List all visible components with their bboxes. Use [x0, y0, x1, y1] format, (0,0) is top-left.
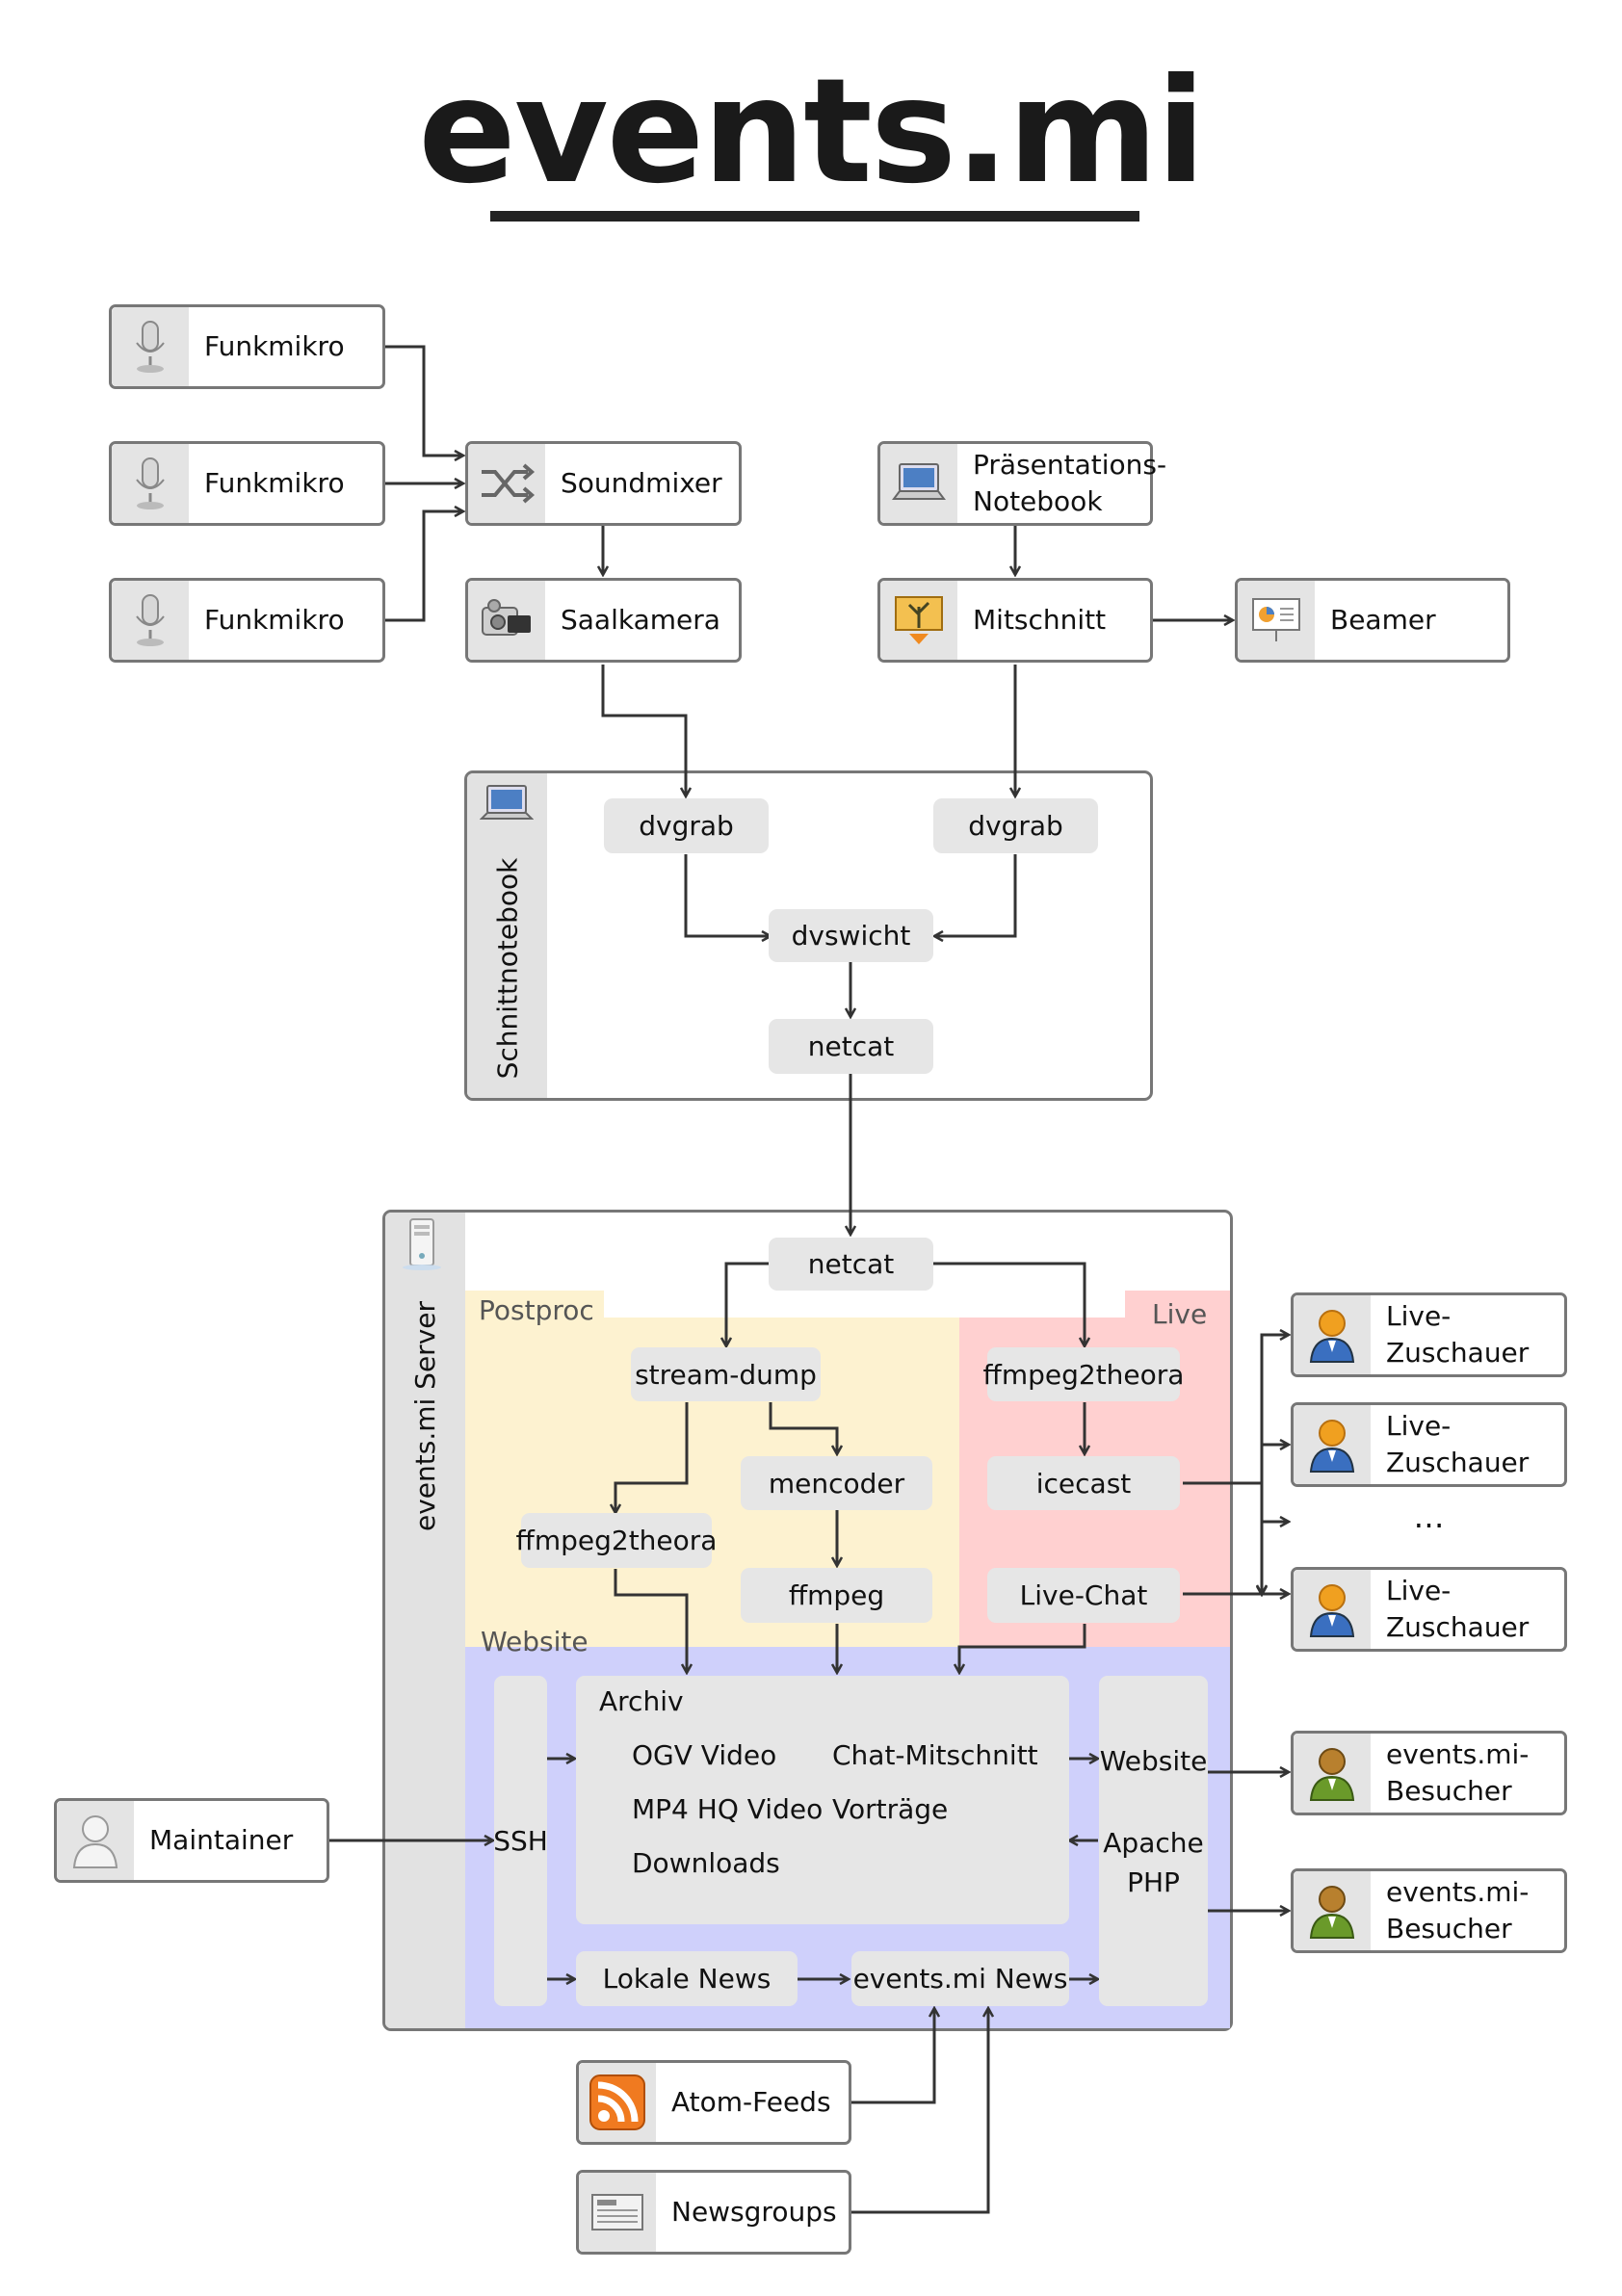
website-label-top: Website: [1099, 1745, 1208, 1777]
more-viewers-ellipsis: …: [1413, 1499, 1445, 1535]
apache-php-label: Apache PHP: [1103, 1827, 1204, 1898]
website-label: Website: [481, 1626, 589, 1657]
archiv-item: Chat-Mitschnitt: [832, 1739, 1038, 1771]
live-viewer-3-label: Live- Zuschauer: [1386, 1575, 1530, 1643]
title-underline: [490, 211, 1139, 222]
live-viewer-2-label: Live- Zuschauer: [1386, 1410, 1530, 1478]
visitor-1-label: events.mi- Besucher: [1386, 1738, 1530, 1807]
soundmixer: Soundmixer: [465, 441, 742, 526]
archiv-item: OGV Video: [632, 1739, 777, 1771]
newspaper-icon: [579, 2173, 656, 2252]
user-icon: [1294, 1295, 1371, 1374]
visitor-2-label: events.mi- Besucher: [1386, 1876, 1530, 1944]
microphone-icon: [112, 307, 189, 386]
shuffle-icon: [468, 444, 545, 523]
camera-label: Saalkamera: [561, 604, 720, 637]
visitor-1: events.mi- Besucher: [1291, 1731, 1567, 1815]
presentation-screen-icon: [1238, 581, 1315, 660]
user-icon: [1294, 1734, 1371, 1813]
ffmpeg: ffmpeg: [741, 1568, 932, 1623]
user-icon: [1294, 1570, 1371, 1649]
visitor-2: events.mi- Besucher: [1291, 1868, 1567, 1953]
laptop-icon: [880, 444, 957, 523]
atom-feeds-label: Atom-Feeds: [671, 2086, 831, 2119]
live-viewer-1: Live- Zuschauer: [1291, 1292, 1567, 1377]
rss-feed-icon: [579, 2063, 656, 2142]
live-viewer-3: Live- Zuschauer: [1291, 1567, 1567, 1652]
mencoder: mencoder: [741, 1456, 932, 1510]
page-title: events.mi: [418, 48, 1206, 216]
recorder: Mitschnitt: [877, 578, 1153, 663]
recording-icon: [880, 581, 957, 660]
netcat-notebook: netcat: [769, 1019, 933, 1074]
maintainer: Maintainer: [54, 1798, 329, 1883]
live-chat: Live-Chat: [987, 1568, 1180, 1623]
archiv-title: Archiv: [599, 1685, 684, 1717]
beamer: Beamer: [1235, 578, 1510, 663]
website-server: Website Apache PHP: [1099, 1676, 1208, 2006]
netcat-server: netcat: [769, 1238, 933, 1291]
beamer-label: Beamer: [1330, 604, 1436, 637]
stream-dump: stream-dump: [631, 1347, 821, 1401]
live-label: Live: [1152, 1298, 1208, 1330]
soundmixer-label: Soundmixer: [561, 467, 722, 500]
user-icon: [1294, 1405, 1371, 1484]
maintainer-label: Maintainer: [149, 1824, 294, 1857]
ffmpeg2theora-postproc: ffmpeg2theora: [516, 1513, 717, 1568]
archiv-item: Vorträge: [832, 1793, 949, 1825]
microphone-icon: [112, 581, 189, 660]
presentation-notebook-label: Präsentations- Notebook: [973, 449, 1167, 517]
postproc-top-band: [465, 1291, 604, 1318]
atom-feeds: Atom-Feeds: [576, 2060, 851, 2145]
dvgrab-right: dvgrab: [933, 798, 1098, 853]
server-sidebar: [385, 1213, 465, 2028]
ssh: SSH: [493, 1676, 548, 2006]
server-icon: [399, 1217, 445, 1271]
mic-2-label: Funkmikro: [204, 467, 345, 500]
camera: Saalkamera: [465, 578, 742, 663]
newsgroups: Newsgroups: [576, 2170, 851, 2255]
mic-3: Funkmikro: [109, 578, 385, 663]
schnitt-sidebar: [467, 773, 547, 1098]
ffmpeg2theora-live: ffmpeg2theora: [983, 1347, 1184, 1401]
archiv-item: Downloads: [632, 1847, 780, 1879]
lokale-news: Lokale News: [576, 1951, 798, 2006]
dvswicht: dvswicht: [769, 909, 933, 962]
postproc-tab-cut: [604, 1291, 959, 1318]
mic-1: Funkmikro: [109, 304, 385, 389]
recorder-label: Mitschnitt: [973, 604, 1107, 637]
mic-2: Funkmikro: [109, 441, 385, 526]
postproc-label: Postproc: [479, 1294, 594, 1326]
mic-3-label: Funkmikro: [204, 604, 345, 637]
video-camera-icon: [468, 581, 545, 660]
live-tab-cut: [959, 1291, 1125, 1318]
newsgroups-label: Newsgroups: [671, 2196, 837, 2229]
icecast: icecast: [987, 1456, 1180, 1510]
mic-1-label: Funkmikro: [204, 330, 345, 363]
live-top-band: [1125, 1291, 1230, 1318]
live-viewer-1-label: Live- Zuschauer: [1386, 1300, 1530, 1369]
user-icon: [1294, 1871, 1371, 1950]
user-icon: [57, 1801, 134, 1880]
laptop-icon: [479, 782, 535, 828]
dvgrab-left: dvgrab: [604, 798, 769, 853]
live-viewer-2: Live- Zuschauer: [1291, 1402, 1567, 1487]
archiv-item: MP4 HQ Video: [632, 1793, 824, 1825]
archiv: Archiv OGV Video Chat-Mitschnitt MP4 HQ …: [576, 1676, 1069, 1924]
microphone-icon: [112, 444, 189, 523]
events-news: events.mi News: [851, 1951, 1069, 2006]
presentation-notebook: Präsentations- Notebook: [877, 441, 1167, 526]
